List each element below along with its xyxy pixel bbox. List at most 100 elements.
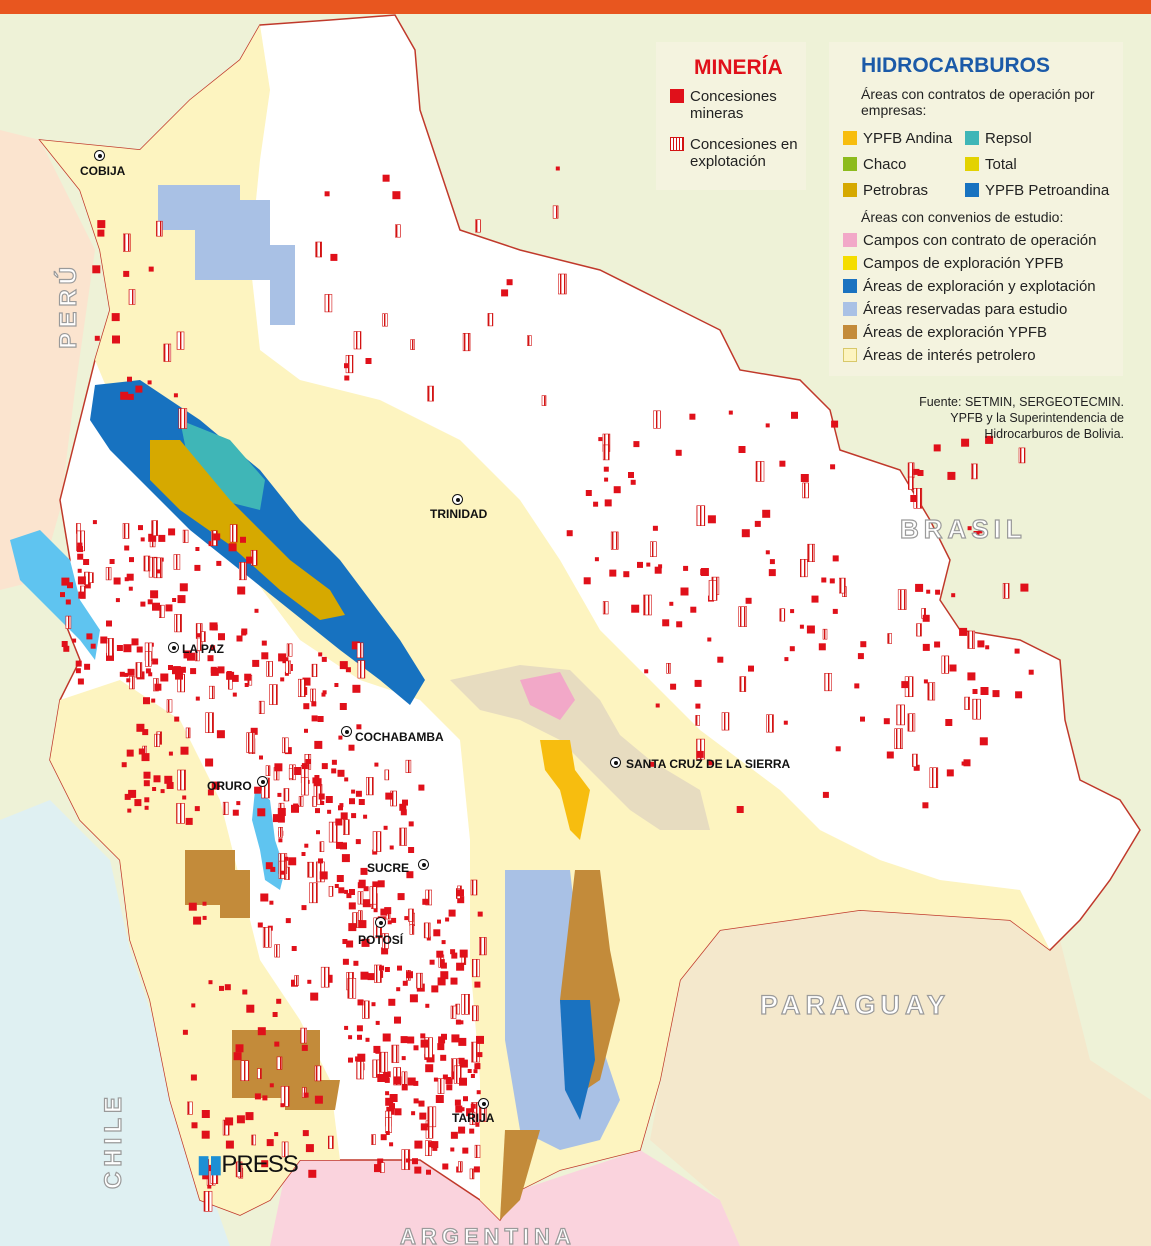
exploitation-concession-marker bbox=[916, 623, 922, 637]
mining-concession-marker bbox=[315, 808, 320, 814]
exploitation-concession-marker bbox=[342, 819, 350, 835]
mining-concession-marker bbox=[148, 266, 154, 272]
mining-concession-marker bbox=[367, 973, 375, 981]
exploitation-concession-marker bbox=[283, 788, 290, 802]
mining-concession-marker bbox=[351, 813, 357, 819]
city-marker-cobija bbox=[94, 150, 105, 161]
mining-concession-marker bbox=[320, 801, 325, 805]
mining-concession-marker bbox=[913, 468, 920, 475]
country-label-peru: PERÚ bbox=[54, 261, 82, 349]
exploitation-concession-marker bbox=[328, 885, 334, 897]
mining-concession-marker bbox=[172, 598, 177, 602]
mining-concession-marker bbox=[351, 641, 360, 650]
mining-concession-marker bbox=[830, 464, 836, 470]
exploitation-concession-marker bbox=[395, 224, 401, 238]
mining-concession-marker bbox=[304, 728, 308, 733]
mining-concession-marker bbox=[455, 1019, 461, 1025]
legend-item-exploracion-explotacion: Áreas de exploración y explotación bbox=[843, 278, 1096, 295]
exploitation-concession-marker bbox=[129, 676, 135, 690]
city-label-santa-cruz: SANTA CRUZ DE LA SIERRA bbox=[626, 757, 791, 771]
legend-item-ypfb-andina: YPFB Andina bbox=[843, 130, 952, 147]
mining-concession-marker bbox=[262, 1095, 268, 1101]
city-marker-trinidad bbox=[452, 494, 463, 505]
mining-concession-marker bbox=[373, 908, 378, 913]
mining-concession-marker bbox=[340, 842, 347, 850]
exploitation-concession-marker bbox=[972, 698, 981, 720]
mining-concession-marker bbox=[382, 1033, 391, 1042]
mining-concession-marker bbox=[291, 946, 297, 951]
mining-concession-marker bbox=[420, 1033, 426, 1039]
exploitation-concession-marker bbox=[393, 1067, 402, 1086]
mining-concession-marker bbox=[463, 1096, 468, 1102]
mining-concession-marker bbox=[433, 929, 441, 937]
mining-concession-marker bbox=[83, 559, 90, 565]
mining-concession-marker bbox=[358, 799, 365, 805]
exploitation-concession-marker bbox=[239, 561, 247, 581]
mining-concession-marker bbox=[913, 764, 920, 771]
exploitation-concession-marker bbox=[210, 1165, 219, 1184]
mining-concession-marker bbox=[372, 881, 379, 888]
mining-concession-marker bbox=[450, 1147, 455, 1152]
mining-concession-marker bbox=[213, 533, 221, 541]
mining-concession-marker bbox=[630, 479, 636, 485]
mining-concession-marker bbox=[321, 692, 326, 697]
mining-concession-marker bbox=[208, 1165, 215, 1172]
mining-concession-marker bbox=[156, 569, 161, 574]
mining-concession-marker bbox=[408, 847, 415, 853]
mining-concession-marker bbox=[835, 746, 841, 752]
legend-item-exploracion-ypfb: Áreas de exploración YPFB bbox=[843, 324, 1047, 341]
mining-concession-marker bbox=[985, 645, 990, 650]
swatch bbox=[843, 233, 857, 247]
mining-concession-marker bbox=[768, 569, 776, 577]
exploitation-concession-marker bbox=[405, 759, 412, 774]
mining-concession-marker bbox=[365, 358, 372, 364]
mining-concession-marker bbox=[355, 839, 361, 845]
mining-concession-marker bbox=[401, 1084, 408, 1091]
exploitation-concession-marker bbox=[696, 738, 705, 760]
source-line: Fuente: SETMIN, SERGEOTECMIN. bbox=[919, 395, 1124, 409]
mining-concession-marker bbox=[947, 471, 956, 480]
mining-concession-marker bbox=[342, 939, 348, 944]
mining-concession-marker bbox=[202, 1159, 209, 1167]
exploration-ypfb-west-2 bbox=[232, 1030, 340, 1110]
mining-concession-marker bbox=[65, 599, 71, 605]
exploitation-concession-marker bbox=[356, 642, 364, 659]
mining-concession-marker bbox=[174, 716, 180, 722]
mining-concession-marker bbox=[860, 716, 865, 722]
mining-concession-marker bbox=[175, 671, 183, 680]
mining-concession-marker bbox=[371, 1002, 376, 1007]
mining-concession-marker bbox=[832, 555, 839, 562]
mining-concession-marker bbox=[106, 652, 114, 661]
mining-concession-marker bbox=[445, 917, 450, 922]
exploitation-concession-marker bbox=[391, 1044, 400, 1063]
mining-concession-marker bbox=[237, 586, 246, 595]
mining-concession-marker bbox=[474, 981, 481, 988]
exploitation-concession-marker bbox=[203, 1191, 213, 1212]
mining-concession-marker bbox=[235, 1044, 244, 1053]
mining-concession-marker bbox=[1028, 669, 1034, 675]
mining-concession-marker bbox=[172, 666, 180, 675]
mining-concession-marker bbox=[126, 749, 134, 757]
mining-concession-marker bbox=[1015, 691, 1023, 699]
exploitation-concession-marker bbox=[382, 933, 389, 949]
mining-concession-marker bbox=[115, 598, 120, 603]
legend-label: Áreas reservadas para estudio bbox=[863, 301, 1068, 318]
mining-concession-marker bbox=[166, 782, 174, 789]
exploitation-concession-marker bbox=[602, 601, 609, 615]
mining-concession-marker bbox=[346, 893, 352, 899]
mining-concession-marker bbox=[433, 1077, 438, 1082]
mining-concession-marker bbox=[652, 525, 658, 531]
mining-concession-marker bbox=[694, 679, 702, 687]
mining-concession-marker bbox=[284, 856, 289, 861]
legend-mineria-title: MINERÍA bbox=[694, 56, 783, 79]
mining-concession-marker bbox=[408, 821, 414, 827]
mining-concession-marker bbox=[385, 1097, 394, 1106]
mining-concession-marker bbox=[232, 692, 237, 697]
mining-concession-marker bbox=[593, 501, 599, 507]
exploitation-concession-marker bbox=[281, 737, 289, 754]
mining-concession-marker bbox=[210, 645, 216, 651]
mining-concession-marker bbox=[207, 1184, 212, 1189]
mining-concession-marker bbox=[384, 907, 392, 915]
country-label-argentina: ARGENTINA bbox=[399, 1223, 576, 1246]
mining-concession-marker bbox=[121, 762, 127, 768]
